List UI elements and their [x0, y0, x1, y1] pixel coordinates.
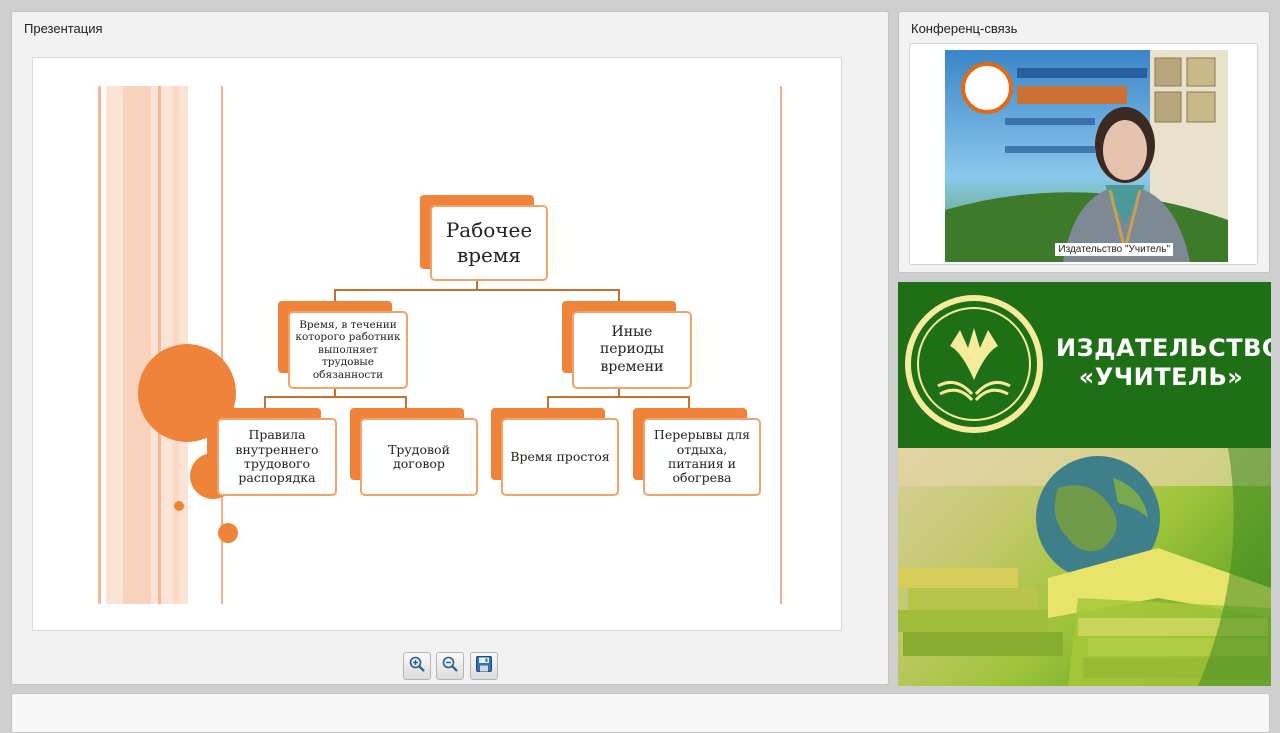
- slide-decor-stripe: [158, 86, 161, 604]
- publisher-name-line1: ИЗДАТЕЛЬСТВО: [1056, 334, 1271, 362]
- diagram-connector: [688, 396, 690, 410]
- diagram-connector: [547, 396, 690, 398]
- bottom-panel: [11, 693, 1270, 733]
- conference-panel-title: Конференц-связь: [911, 21, 1018, 36]
- slide-decor-stripe: [98, 86, 101, 604]
- save-icon: [475, 655, 493, 678]
- publisher-banner: ИЗДАТЕЛЬСТВО «УЧИТЕЛЬ»: [898, 282, 1271, 686]
- conference-panel: Конференц-связь: [898, 11, 1270, 273]
- participant-video: [945, 50, 1228, 262]
- zoom-in-icon: [408, 655, 426, 678]
- slide-decor-stripe: [780, 86, 782, 604]
- slide-decor-stripe: [123, 86, 151, 604]
- presentation-panel: Презентация Рабочее время Время, в: [11, 11, 889, 685]
- decor-circle: [218, 523, 238, 543]
- zoom-out-icon: [441, 655, 459, 678]
- diagram-leaf-internal-rules: Правила внутреннего трудового распорядка: [217, 418, 337, 496]
- video-container[interactable]: Издательство "Учитель": [909, 43, 1258, 265]
- zoom-out-button[interactable]: [436, 652, 464, 680]
- save-button[interactable]: [470, 652, 498, 680]
- diagram-connector: [547, 396, 549, 410]
- publisher-name: ИЗДАТЕЛЬСТВО «УЧИТЕЛЬ»: [1056, 334, 1271, 392]
- diagram-node-other-periods: Иные периоды времени: [572, 311, 692, 389]
- publisher-name-line2: «УЧИТЕЛЬ»: [1078, 362, 1244, 391]
- publisher-logo-icon: [905, 295, 1043, 433]
- slide-decor-stripe: [221, 86, 223, 604]
- publisher-banner-header: ИЗДАТЕЛЬСТВО «УЧИТЕЛЬ»: [898, 282, 1271, 448]
- diagram-connector: [476, 280, 478, 290]
- diagram-leaf-labor-contract: Трудовой договор: [360, 418, 478, 496]
- diagram-connector: [405, 396, 407, 410]
- zoom-in-button[interactable]: [403, 652, 431, 680]
- diagram-connector: [618, 388, 620, 397]
- presentation-slide: Рабочее время Время, в течении которого …: [32, 57, 842, 631]
- participant-name-label: Издательство "Учитель": [1055, 243, 1173, 256]
- publisher-banner-image: [898, 448, 1271, 686]
- diagram-leaf-downtime: Время простоя: [501, 418, 619, 496]
- decor-circle: [174, 501, 184, 511]
- diagram-node-working-time: Время, в течении которого работник выпол…: [288, 311, 408, 389]
- diagram-connector: [618, 289, 620, 303]
- books-globe-illustration: [898, 448, 1271, 686]
- diagram-leaf-breaks: Перерывы для отдыха, питания и обогрева: [643, 418, 761, 496]
- diagram-connector: [334, 289, 336, 303]
- diagram-connector: [334, 289, 620, 291]
- video-scene: [945, 50, 1228, 262]
- diagram-connector: [334, 388, 336, 397]
- presentation-panel-title: Презентация: [24, 21, 103, 36]
- diagram-connector: [264, 396, 407, 398]
- diagram-connector: [264, 396, 266, 410]
- diagram-root-node: Рабочее время: [430, 205, 548, 281]
